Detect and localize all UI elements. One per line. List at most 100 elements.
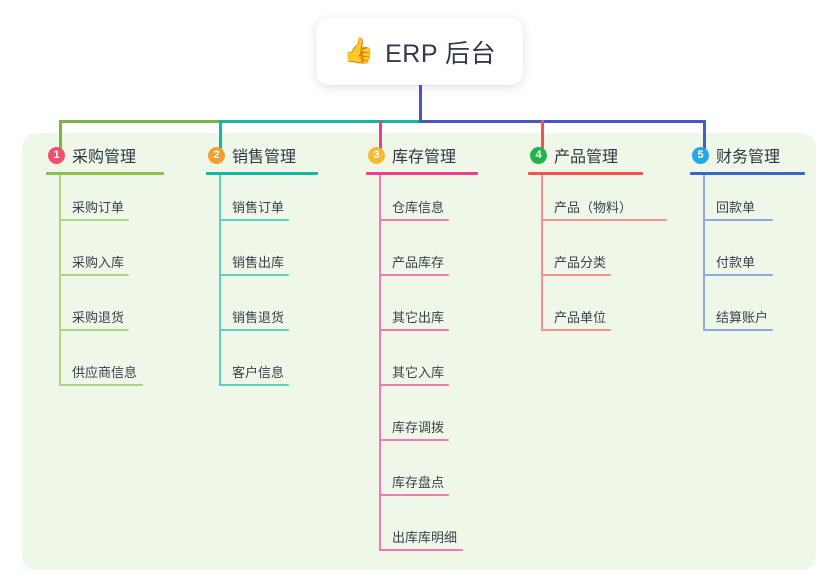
- leaf-item-label: 采购订单: [72, 200, 125, 215]
- leaf-item[interactable]: 销售出库: [206, 230, 318, 285]
- leaf-item[interactable]: 采购入库: [46, 230, 164, 285]
- leaf-spine: [59, 175, 61, 386]
- branch-header-3[interactable]: 3 库存管理: [366, 143, 478, 167]
- branch-stem-1: [59, 120, 62, 155]
- branch-badge-3: 3: [368, 146, 385, 164]
- leaf-item-label: 产品单位: [554, 310, 607, 325]
- leaf-item-underline: [219, 384, 289, 386]
- branch-underline-5: [690, 172, 805, 175]
- leaf-item[interactable]: 供应商信息: [46, 340, 164, 395]
- branch-header-5[interactable]: 5 财务管理: [690, 143, 805, 167]
- leaf-item-underline: [379, 439, 449, 441]
- branch-badge-1: 1: [48, 146, 65, 164]
- thumbs-up-icon: 👍: [342, 37, 375, 65]
- branch-stem-2: [219, 120, 222, 155]
- leaf-list: 仓库信息产品库存其它出库其它入库库存调拨库存盘点出库库明细: [366, 175, 478, 560]
- leaf-item[interactable]: 产品单位: [528, 285, 643, 340]
- root-stem: [419, 85, 422, 122]
- root-node-label: ERP 后台: [385, 39, 497, 68]
- branch-title-label: 库存管理: [392, 149, 457, 166]
- leaf-item-underline: [379, 494, 449, 496]
- root-node[interactable]: 👍 ERP 后台: [316, 18, 523, 85]
- leaf-item-underline: [59, 274, 129, 276]
- connector-bar-mid: [219, 120, 422, 123]
- leaf-item-label: 其它入库: [392, 365, 445, 380]
- branch-column-库存管理: 3 库存管理仓库信息产品库存其它出库其它入库库存调拨库存盘点出库库明细: [366, 143, 478, 560]
- leaf-item-label: 销售退货: [232, 310, 285, 325]
- leaf-item-label: 结算账户: [716, 310, 769, 325]
- leaf-item[interactable]: 采购订单: [46, 175, 164, 230]
- leaf-item[interactable]: 其它出库: [366, 285, 478, 340]
- branch-stem-4: [541, 120, 544, 155]
- branch-header-4[interactable]: 4 产品管理: [528, 143, 643, 167]
- leaf-item-underline: [541, 329, 611, 331]
- leaf-spine: [379, 175, 381, 551]
- leaf-item[interactable]: 付款单: [690, 230, 805, 285]
- leaf-list: 回款单付款单结算账户: [690, 175, 805, 340]
- leaf-item-label: 供应商信息: [72, 365, 138, 380]
- leaf-spine: [219, 175, 221, 386]
- connector-bar-left: [59, 120, 221, 123]
- leaf-item-label: 产品（物料）: [554, 200, 633, 215]
- leaf-item[interactable]: 库存调拨: [366, 395, 478, 450]
- leaf-item[interactable]: 结算账户: [690, 285, 805, 340]
- leaf-item-label: 库存盘点: [392, 475, 445, 490]
- leaf-item-underline: [379, 384, 449, 386]
- branch-badge-4: 4: [530, 146, 547, 164]
- leaf-item[interactable]: 回款单: [690, 175, 805, 230]
- leaf-item[interactable]: 采购退货: [46, 285, 164, 340]
- leaf-item-label: 产品分类: [554, 255, 607, 270]
- leaf-item-label: 回款单: [716, 200, 756, 215]
- branch-badge-5: 5: [692, 146, 709, 164]
- leaf-item-label: 其它出库: [392, 310, 445, 325]
- leaf-item-underline: [379, 219, 449, 221]
- leaf-item-underline: [379, 274, 449, 276]
- leaf-spine: [703, 175, 705, 331]
- leaf-item-label: 产品库存: [392, 255, 445, 270]
- branch-underline-4: [528, 172, 643, 175]
- branch-title-label: 财务管理: [716, 149, 781, 166]
- leaf-item[interactable]: 产品分类: [528, 230, 643, 285]
- leaf-item[interactable]: 产品库存: [366, 230, 478, 285]
- branch-title-label: 产品管理: [554, 149, 619, 166]
- leaf-item-label: 采购退货: [72, 310, 125, 325]
- leaf-item-underline: [541, 274, 611, 276]
- branch-column-产品管理: 4 产品管理产品（物料） 产品分类产品单位: [528, 143, 667, 340]
- branch-underline-3: [366, 172, 478, 175]
- leaf-item-underline: [379, 549, 463, 551]
- leaf-spine: [541, 175, 543, 331]
- leaf-item-underline: [59, 219, 129, 221]
- branch-stem-3: [379, 120, 382, 155]
- leaf-item[interactable]: 客户信息: [206, 340, 318, 395]
- leaf-item[interactable]: 其它入库: [366, 340, 478, 395]
- leaf-item[interactable]: 出库库明细: [366, 505, 478, 560]
- leaf-item-label: 付款单: [716, 255, 756, 270]
- leaf-item-label: 出库库明细: [392, 530, 458, 545]
- leaf-item[interactable]: 销售订单: [206, 175, 318, 230]
- leaf-list: 销售订单销售出库销售退货客户信息: [206, 175, 318, 395]
- leaf-item-underline: [703, 329, 773, 331]
- leaf-item[interactable]: 销售退货: [206, 285, 318, 340]
- branch-title-label: 销售管理: [232, 149, 297, 166]
- branch-underline-2: [206, 172, 318, 175]
- branch-underline-1: [46, 172, 164, 175]
- leaf-item[interactable]: 产品（物料）: [528, 175, 667, 230]
- leaf-list: 产品（物料） 产品分类产品单位: [528, 175, 667, 340]
- leaf-item-underline: [703, 219, 773, 221]
- leaf-item-label: 销售出库: [232, 255, 285, 270]
- leaf-item-underline: [219, 219, 289, 221]
- leaf-item[interactable]: 库存盘点: [366, 450, 478, 505]
- branch-column-财务管理: 5 财务管理回款单付款单结算账户: [690, 143, 805, 340]
- leaf-item-underline: [219, 329, 289, 331]
- leaf-item-underline: [703, 274, 773, 276]
- leaf-item-label: 仓库信息: [392, 200, 445, 215]
- diagram-panel: [22, 133, 816, 570]
- leaf-item-label: 采购入库: [72, 255, 125, 270]
- leaf-item-underline: [59, 384, 143, 386]
- leaf-item-underline: [59, 329, 129, 331]
- leaf-item[interactable]: 仓库信息: [366, 175, 478, 230]
